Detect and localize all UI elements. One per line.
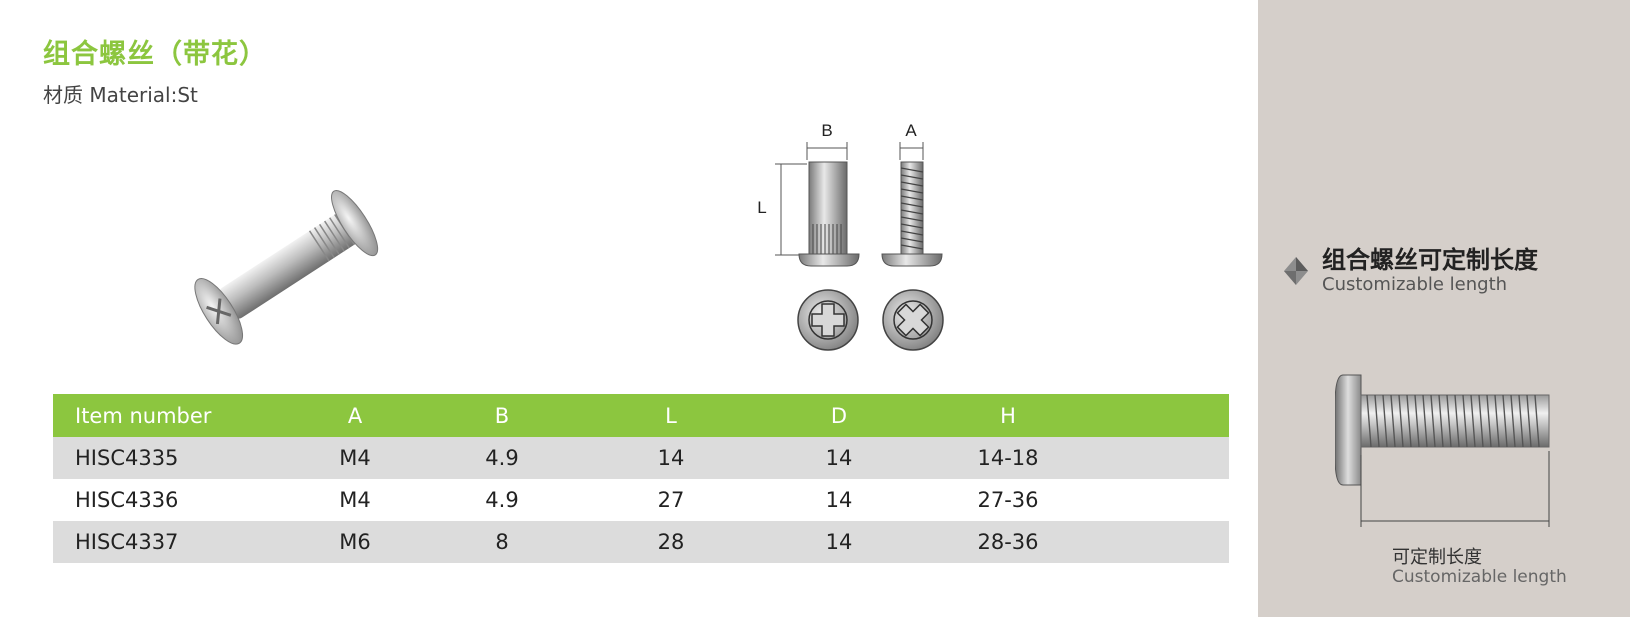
cell-b: 4.9 xyxy=(417,479,587,521)
cell-h: 27-36 xyxy=(923,479,1093,521)
length-caption-cn: 可定制长度 xyxy=(1392,547,1482,568)
cell-spacer xyxy=(1093,521,1229,563)
table-row: HISC4336 M4 4.9 27 14 27-36 xyxy=(53,479,1229,521)
cell-item-number: HISC4336 xyxy=(53,479,293,521)
cell-spacer xyxy=(1093,479,1229,521)
dimension-b-label: B xyxy=(821,121,832,140)
cell-l: 14 xyxy=(587,437,755,479)
product-photo xyxy=(194,190,379,345)
cell-a: M4 xyxy=(293,479,417,521)
dimension-a-label: A xyxy=(905,121,917,140)
col-header-item-number: Item number xyxy=(53,394,293,437)
col-header-d: D xyxy=(755,394,923,437)
spec-table: Item number A B L D H HISC4335 M4 4.9 14… xyxy=(53,394,1229,563)
table-row: HISC4337 M6 8 28 14 28-36 xyxy=(53,521,1229,563)
cell-b: 8 xyxy=(417,521,587,563)
cell-item-number: HISC4337 xyxy=(53,521,293,563)
table-header-row: Item number A B L D H xyxy=(53,394,1229,437)
cell-l: 27 xyxy=(587,479,755,521)
cell-item-number: HISC4335 xyxy=(53,437,293,479)
cell-h: 14-18 xyxy=(923,437,1093,479)
table-row: HISC4335 M4 4.9 14 14 14-18 xyxy=(53,437,1229,479)
bolt-length-illustration xyxy=(1335,374,1550,527)
col-header-l: L xyxy=(587,394,755,437)
length-caption-en: Customizable length xyxy=(1392,567,1567,587)
cell-spacer xyxy=(1093,437,1229,479)
cell-d: 14 xyxy=(755,437,923,479)
cell-d: 14 xyxy=(755,479,923,521)
customization-subtitle: Customizable length xyxy=(1322,274,1508,295)
cell-h: 28-36 xyxy=(923,521,1093,563)
cell-l: 28 xyxy=(587,521,755,563)
technical-drawing: B A L xyxy=(757,121,944,351)
material-label: 材质 Material:St xyxy=(43,83,198,107)
cell-d: 14 xyxy=(755,521,923,563)
col-header-b: B xyxy=(417,394,587,437)
col-header-a: A xyxy=(293,394,417,437)
col-header-spacer xyxy=(1093,394,1229,437)
col-header-h: H xyxy=(923,394,1093,437)
product-title: 组合螺丝（带花） xyxy=(43,39,267,70)
customization-title: 组合螺丝可定制长度 xyxy=(1322,246,1538,274)
customization-panel xyxy=(1258,0,1630,617)
cell-a: M4 xyxy=(293,437,417,479)
cell-a: M6 xyxy=(293,521,417,563)
cell-b: 4.9 xyxy=(417,437,587,479)
diamond-icon xyxy=(1284,257,1308,285)
dimension-l-label: L xyxy=(757,198,766,217)
